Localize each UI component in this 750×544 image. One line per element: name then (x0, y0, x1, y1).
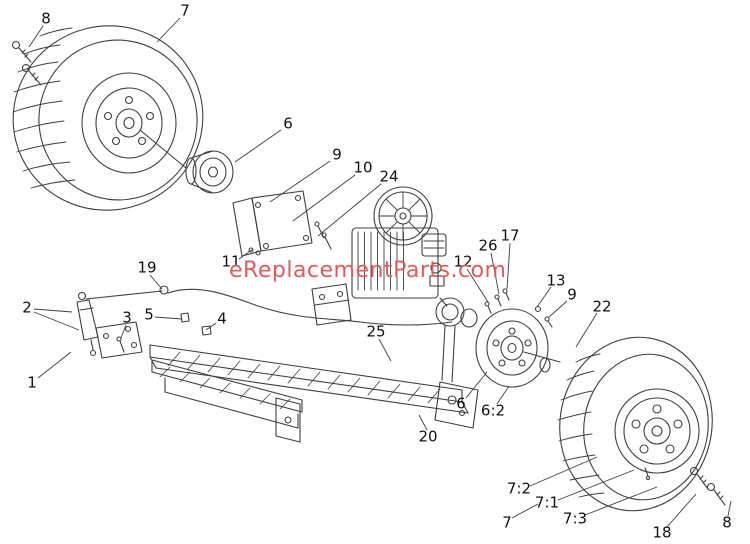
frame-assembly (150, 284, 478, 442)
part-callout-18: 18 (652, 524, 671, 542)
part-callout-20: 20 (418, 428, 437, 446)
leader-line-26 (490, 252, 500, 295)
leader-line-18 (666, 493, 697, 528)
leader-line-4 (205, 322, 217, 331)
part-callout-26: 26 (478, 237, 497, 255)
left-tire-tread (13, 28, 75, 188)
part-callout-7:1: 7:1 (535, 494, 559, 512)
leader-line-7 (511, 503, 539, 519)
leader-line-2 (33, 311, 80, 331)
part-callout-7:2: 7:2 (507, 480, 531, 498)
left-hub-pulley (140, 130, 233, 193)
leader-line-5 (154, 316, 183, 320)
brake-linkage-assembly (77, 286, 452, 358)
leader-line-2 (33, 308, 73, 313)
part-callout-22: 22 (592, 298, 611, 316)
part-callout-1: 1 (27, 374, 37, 392)
part-callout-25: 25 (366, 323, 385, 341)
part-callout-10: 10 (353, 159, 372, 177)
right-wheel-assembly (547, 326, 724, 522)
leader-line-22 (575, 312, 598, 348)
wheel-bolts-bottom-right (691, 468, 726, 506)
leader-line-12 (466, 268, 489, 303)
brake-disc-assembly (476, 289, 560, 387)
leader-line-3 (120, 324, 127, 339)
leader-line-20 (418, 414, 428, 431)
fan-blades (379, 192, 427, 240)
wheel-bolts-top-left (13, 42, 42, 86)
part-callout-19: 19 (137, 259, 156, 277)
leader-line-8 (28, 25, 44, 48)
right-tire-tread (558, 354, 604, 497)
transaxle-pump (436, 298, 477, 382)
engine-fins (358, 232, 404, 290)
frame-hatch (168, 352, 440, 403)
part-callout-9: 9 (332, 146, 342, 164)
part-callout-7:3: 7:3 (563, 510, 587, 528)
part-callout-2: 2 (22, 299, 32, 317)
part-callout-7: 7 (180, 2, 190, 20)
part-callout-6: 6 (456, 395, 466, 413)
leader-line-7:1 (557, 469, 635, 501)
leader-line-9 (269, 160, 331, 203)
leader-line-6:2 (496, 385, 510, 405)
part-callout-9: 9 (567, 286, 577, 304)
part-callout-13: 13 (546, 272, 565, 290)
engine-mount-bracket (233, 191, 331, 256)
part-callout-11: 11 (221, 253, 240, 271)
cable-end-ball (160, 286, 168, 294)
leader-line-7:2 (529, 456, 598, 487)
frame-hatch-lower (160, 367, 290, 409)
part-callout-12: 12 (453, 253, 472, 271)
part-callout-8: 8 (722, 514, 732, 532)
left-wheel-assembly (0, 6, 222, 230)
part-callout-5: 5 (144, 306, 154, 324)
leader-line-17 (506, 242, 511, 290)
engine-assembly (352, 187, 446, 298)
leader-line-10 (292, 174, 356, 222)
fan-shroud (374, 187, 432, 245)
part-callout-8: 8 (41, 10, 51, 28)
leader-line-11 (238, 248, 254, 260)
leader-line-8 (727, 500, 732, 517)
leader-line-6 (234, 129, 282, 163)
leader-line-7:3 (584, 486, 658, 516)
leader-line-1 (37, 351, 72, 379)
leader-line-9 (548, 300, 568, 318)
part-callout-6: 6 (283, 115, 293, 133)
part-callout-17: 17 (500, 227, 519, 245)
leader-line-13 (536, 286, 552, 308)
part-callout-3: 3 (122, 309, 132, 327)
leader-line-7 (156, 17, 181, 43)
part-callout-4: 4 (217, 310, 227, 328)
leader-line-24 (317, 183, 382, 237)
brake-cable (168, 289, 452, 325)
part-callout-24: 24 (379, 168, 398, 186)
leader-line-25 (378, 338, 392, 362)
part-callout-6:2: 6:2 (481, 402, 505, 420)
leader-line-6 (465, 371, 488, 399)
leader-line-19 (149, 274, 163, 290)
part-callout-7: 7 (502, 514, 512, 532)
